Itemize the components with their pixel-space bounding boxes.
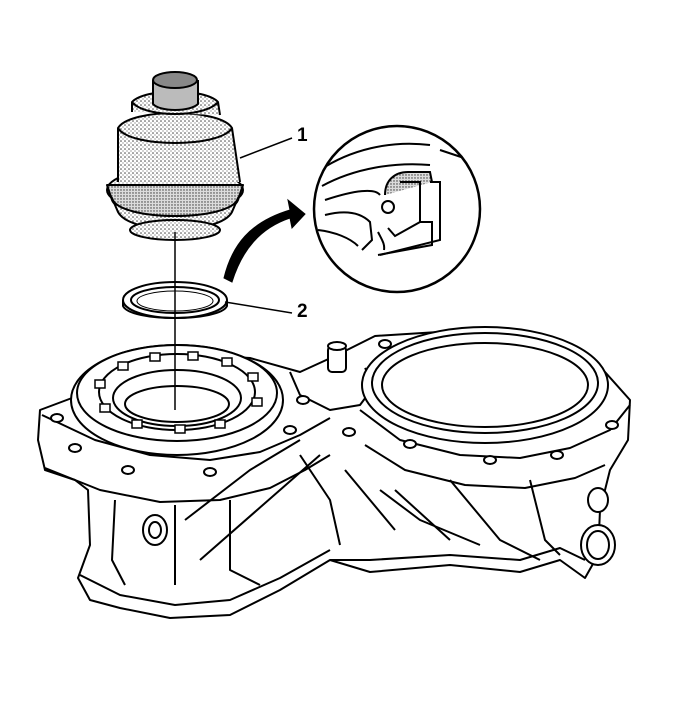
callout-label-2: 2 [297,301,308,322]
leader-line-1 [239,137,293,159]
seal-detail-magnifier [312,124,482,294]
seal-installer-tool [106,71,244,241]
leader-line-2 [224,301,293,314]
front-output-bore [70,344,284,456]
callout-label-1: 1 [297,125,308,146]
detail-arrow [223,198,306,283]
rear-bore [361,326,609,444]
